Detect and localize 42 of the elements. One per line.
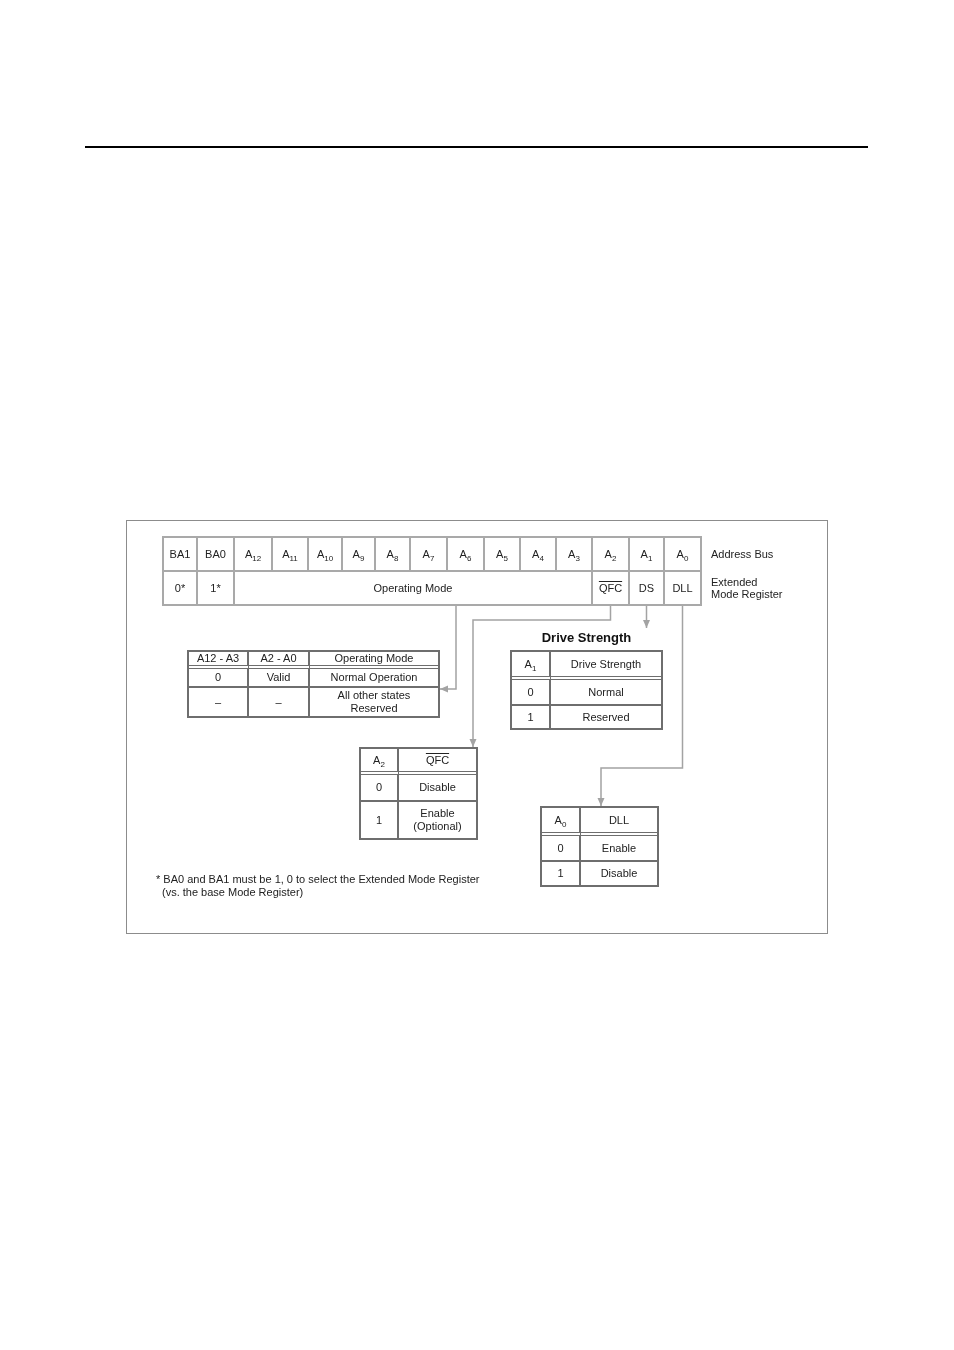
register-field-cell: DLL [663,570,702,606]
table-cell: 1 [542,862,581,885]
column-header: Operating Mode [310,652,438,669]
column-header: A$_{2}$ [361,749,399,775]
connector-arrow [597,604,684,807]
table-heading: Drive Strength [541,630,632,645]
footnote: * BA0 and BA1 must be 1, 0 to select the Extended Mode Register (vs. the base Mode Register) [156,873,480,899]
column-header: Drive Strength [551,652,661,680]
table-cell: – [249,688,310,716]
connector-arrow [439,604,457,693]
data-table [540,806,659,887]
table-cell: Normal Operation [310,669,438,688]
table-cell-text: All other states Reserved [336,688,412,716]
table-cell: 0 [361,775,399,802]
column-header: QFC [399,749,476,775]
table-cell: 0 [512,680,551,706]
table-cell: 1 [512,706,551,728]
table-cell: Disable [399,775,476,802]
register-field-cell: 0* [162,570,198,606]
row-label: Extended Mode Register [711,576,783,600]
data-table [187,650,440,718]
table-cell: 0 [542,836,581,862]
table-cell: Valid [249,669,310,688]
column-header: DLL [581,808,657,836]
column-header: A$_{0}$ [542,808,581,836]
data-table [359,747,478,840]
address-bit-cell: BA1 [162,536,198,572]
table-cell-text: Reserved [581,709,631,725]
table-cell: – [189,688,249,716]
column-header: A2 - A0 [249,652,310,669]
column-header: A12 - A3 [189,652,249,669]
connector-arrow [643,604,650,629]
table-cell: 0 [189,669,249,688]
table-cell: 1 [361,802,399,838]
row-label: Address Bus [711,548,774,561]
table-cell-text: Disable [599,866,639,881]
table-cell: Enable [581,836,657,862]
connector-arrow [469,604,612,748]
table-cell-text: Enable (Optional) [412,806,463,834]
address-bit-cell: A$_{0}$ [663,536,702,572]
table-cell: Normal [551,680,661,706]
column-header: A$_{1}$ [512,652,551,680]
